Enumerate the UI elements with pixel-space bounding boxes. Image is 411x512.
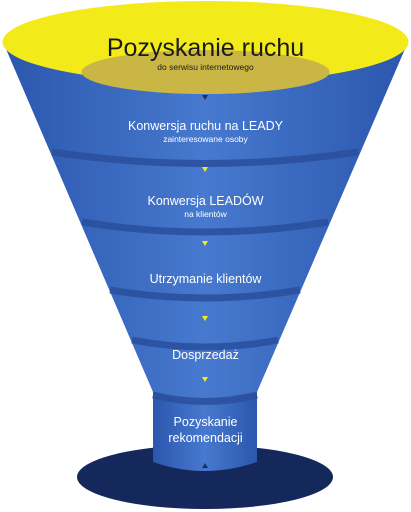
arrow-down-icon	[202, 316, 208, 321]
top-stage-label: Pozyskanie ruchu do serwisu internetoweg…	[0, 34, 411, 73]
arrow-down-icon	[202, 167, 208, 172]
stage-2-label: Konwersja LEADÓW na klientów	[0, 192, 411, 220]
funnel-body	[3, 42, 408, 401]
stage-5-title: Pozyskanie	[173, 415, 238, 429]
funnel-base	[77, 445, 333, 509]
top-stage-title: Pozyskanie ruchu	[106, 34, 305, 62]
arrow-down-icon	[202, 241, 208, 246]
stage-2-subtitle: na klientów	[184, 209, 227, 220]
stage-3-label: Utrzymanie klientów	[0, 270, 411, 288]
stage-2-title: Konwersja LEADÓW	[147, 194, 264, 208]
funnel-stem	[153, 388, 257, 471]
arrow-down-icon	[202, 95, 208, 100]
stage-1-label: Konwersja ruchu na LEADY zainteresowane …	[0, 117, 411, 145]
stage-5-label: Pozyskanie rekomendacji	[0, 413, 411, 446]
funnel-rim-inner	[81, 50, 330, 94]
stage-5-title-line2: rekomendacji	[168, 431, 243, 446]
stage-3-title: Utrzymanie klientów	[149, 272, 262, 286]
stage-1-subtitle: zainteresowane osoby	[163, 134, 248, 145]
funnel-bands	[51, 148, 359, 405]
top-stage-subtitle: do serwisu internetowego	[157, 62, 254, 72]
arrow-down-icon	[202, 377, 208, 382]
stage-4-title: Dosprzedaż	[172, 348, 239, 362]
stage-1-title: Konwersja ruchu na LEADY	[128, 119, 283, 133]
arrow-up-icon	[202, 463, 208, 468]
stage-4-label: Dosprzedaż	[0, 346, 411, 364]
